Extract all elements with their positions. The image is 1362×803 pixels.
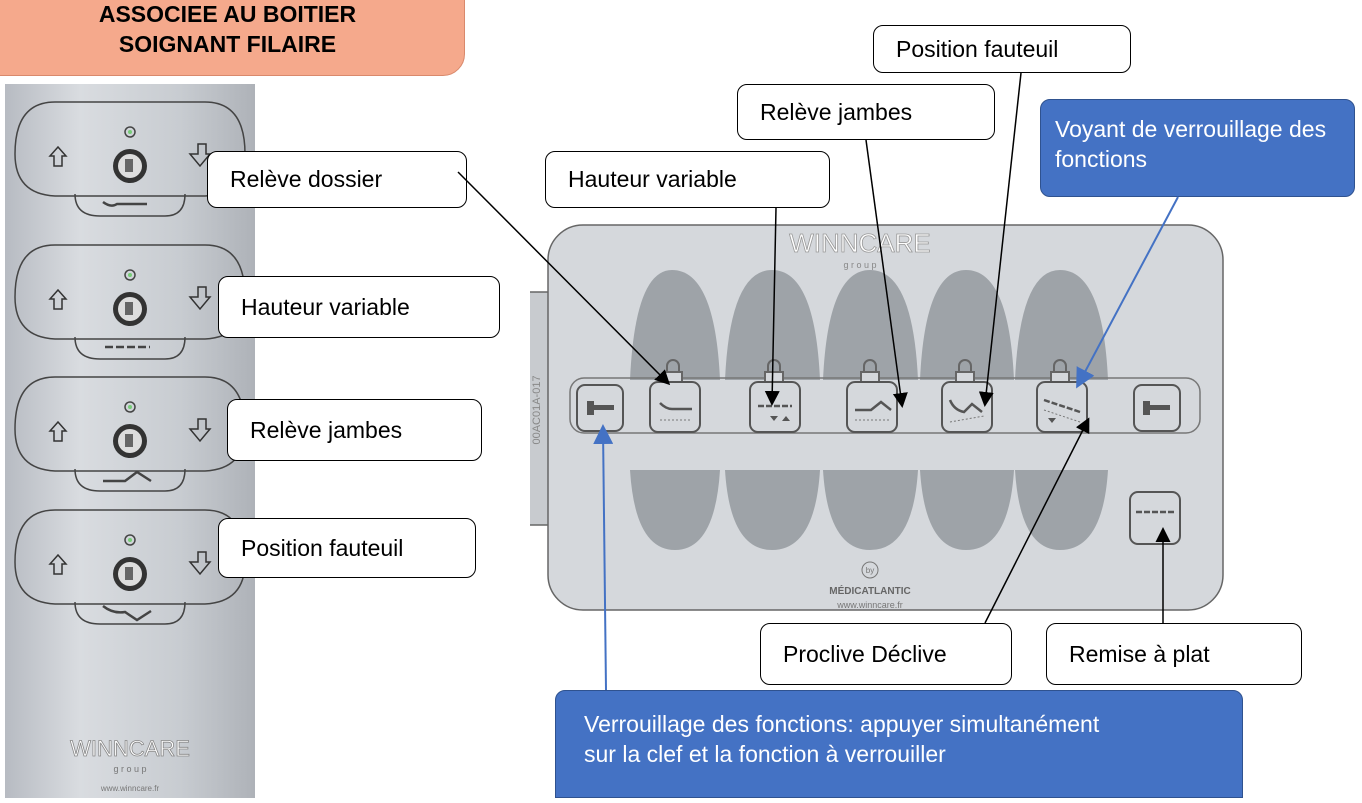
panel-button-hauteur-variable[interactable]	[749, 381, 801, 433]
leader-verrouillage	[593, 424, 614, 691]
callout-verrouillage-fonctions: Verrouillage des fonctions: appuyer simu…	[555, 690, 1243, 798]
callout-releve-dossier: Relève dossier	[207, 151, 467, 208]
remote-url: www.winncare.fr	[100, 784, 160, 793]
remote-brand: WINNCARE	[70, 736, 190, 761]
panel-key-button-right[interactable]	[1133, 384, 1181, 432]
callout-position-fauteuil-side: Position fauteuil	[218, 518, 476, 578]
remote-brand-sub: g r o u p	[113, 764, 146, 774]
leader-releve-jambes	[865, 139, 908, 408]
panel-button-proclive-declive[interactable]	[1036, 381, 1088, 433]
remote-control-group-1	[14, 101, 246, 217]
panel-brand-sub: g r o u p	[843, 260, 876, 270]
panel-url: www.winncare.fr	[836, 600, 903, 610]
title-line-1: ASSOCIEE AU BOITIER	[98, 1, 357, 27]
panel-by: by	[866, 566, 874, 575]
leader-voyant	[1076, 196, 1179, 389]
leader-position-fauteuil	[978, 72, 1022, 407]
title-box: ASSOCIEE AU BOITIER SOIGNANT FILAIRE	[0, 0, 465, 76]
callout-proclive-declive: Proclive Déclive	[760, 623, 1012, 685]
callout-releve-jambes-side: Relève jambes	[227, 399, 482, 461]
panel-medic: MÉDICATLANTIC	[829, 584, 910, 597]
leader-releve-dossier	[457, 171, 671, 386]
remote-control-group-3	[14, 376, 246, 492]
callout-position-fauteuil-top: Position fauteuil	[873, 25, 1131, 73]
callout-hauteur-variable-top: Hauteur variable	[545, 151, 830, 208]
title-line-2: SOIGNANT FILAIRE	[118, 31, 337, 57]
panel-by-badge	[861, 561, 879, 579]
panel-key-button-left[interactable]	[576, 384, 624, 432]
callout-hauteur-variable-side: Hauteur variable	[218, 276, 500, 338]
leader-hauteur-variable	[764, 207, 780, 406]
panel-lobes	[630, 270, 1108, 550]
panel-button-releve-dossier[interactable]	[649, 381, 701, 433]
remote-control-group-2	[14, 244, 246, 360]
callout-voyant-verrouillage: Voyant de verrouillage des fonctions	[1040, 99, 1355, 197]
leader-proclive	[984, 417, 1090, 624]
callout-remise-a-plat: Remise à plat	[1046, 623, 1302, 685]
panel-button-releve-jambes[interactable]	[846, 381, 898, 433]
remote-drawing: WINNCARE g r o u p www.winncare.fr	[14, 101, 246, 793]
control-panel: 00AC01A-017 WINNCARE g r o u p	[530, 224, 1224, 611]
callout-releve-jambes-top: Relève jambes	[737, 84, 995, 140]
panel-serial: 00AC01A-017	[531, 375, 543, 444]
panel-brand: WINNCARE	[789, 228, 931, 258]
